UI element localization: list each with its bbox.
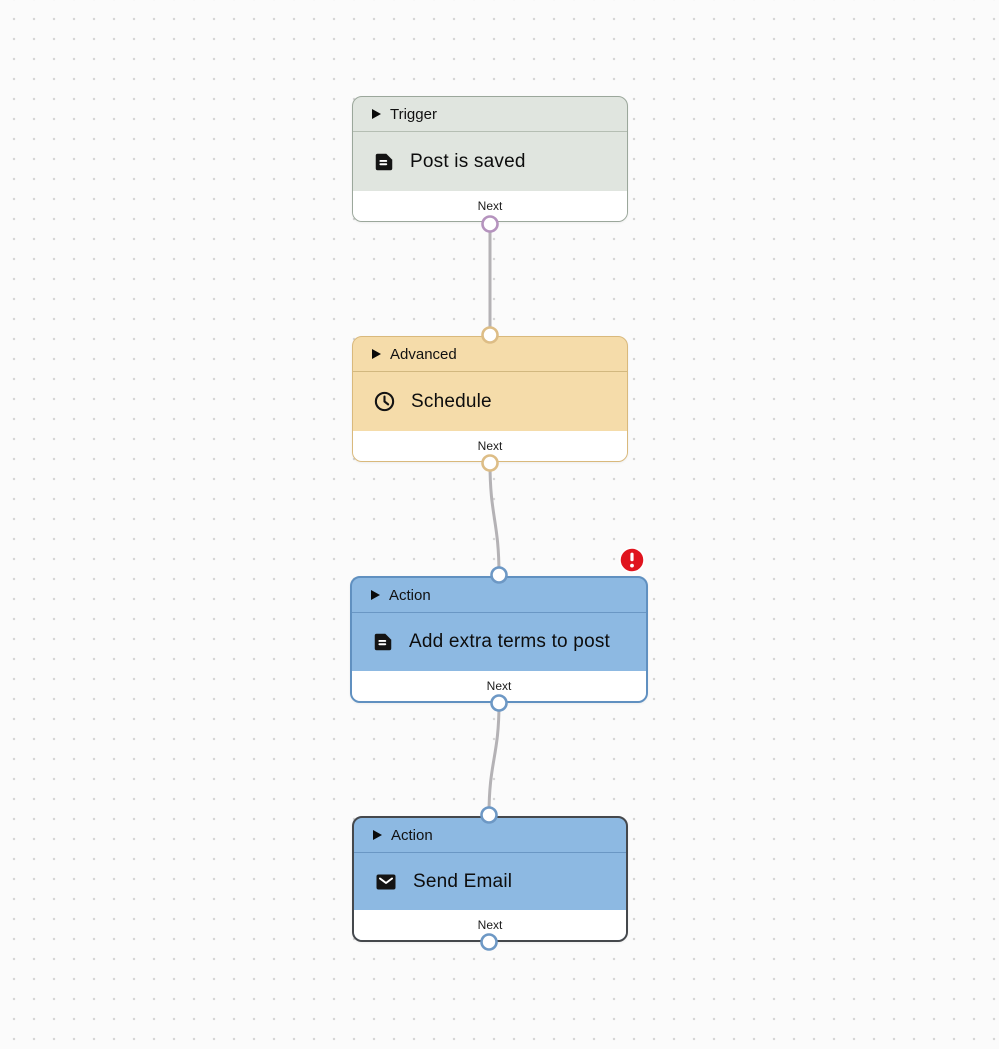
- node-header[interactable]: Trigger: [353, 97, 627, 132]
- node-body: Add extra terms to post: [352, 613, 646, 671]
- note-icon: [375, 153, 393, 170]
- node-body: Post is saved: [353, 132, 627, 191]
- node-action-add-extra-terms[interactable]: Action Add extra terms to post Next: [350, 576, 648, 703]
- error-badge[interactable]: [618, 546, 646, 574]
- clock-icon: [374, 391, 395, 412]
- node-title: Schedule: [411, 390, 492, 412]
- output-port-add-extra-terms[interactable]: [490, 694, 508, 712]
- edge-schedule-to-add-extra-terms[interactable]: [488, 462, 501, 576]
- input-port-add-extra-terms[interactable]: [490, 566, 508, 584]
- node-advanced-schedule[interactable]: Advanced Schedule Next: [352, 336, 628, 462]
- play-triangle-icon: [372, 349, 381, 359]
- node-trigger-post-is-saved[interactable]: Trigger Post is saved Next: [352, 96, 628, 222]
- node-header[interactable]: Action: [352, 578, 646, 613]
- node-title: Post is saved: [410, 150, 526, 172]
- note-icon: [374, 633, 392, 651]
- output-port-trigger[interactable]: [481, 215, 499, 233]
- node-body: Send Email: [354, 853, 626, 910]
- node-title: Add extra terms to post: [409, 631, 611, 652]
- node-header[interactable]: Action: [354, 818, 626, 853]
- edge-add-extra-terms-to-send-email[interactable]: [487, 702, 501, 816]
- node-header[interactable]: Advanced: [353, 337, 627, 372]
- node-category-label: Action: [389, 586, 431, 604]
- output-port-schedule[interactable]: [481, 454, 499, 472]
- node-action-send-email[interactable]: Action Send Email Next: [352, 816, 628, 942]
- exclamation-bar: [630, 552, 634, 562]
- play-triangle-icon: [373, 830, 382, 840]
- node-body: Schedule: [353, 372, 627, 431]
- node-category-label: Advanced: [390, 345, 457, 363]
- output-port-send-email[interactable]: [480, 933, 498, 951]
- node-category-label: Trigger: [390, 105, 437, 123]
- input-port-send-email[interactable]: [480, 806, 498, 824]
- exclamation-dot: [630, 563, 634, 568]
- node-category-label: Action: [391, 826, 433, 844]
- input-port-schedule[interactable]: [481, 326, 499, 344]
- play-triangle-icon: [372, 109, 381, 119]
- mail-icon: [376, 874, 396, 889]
- play-triangle-icon: [371, 590, 380, 600]
- node-title: Send Email: [413, 870, 513, 892]
